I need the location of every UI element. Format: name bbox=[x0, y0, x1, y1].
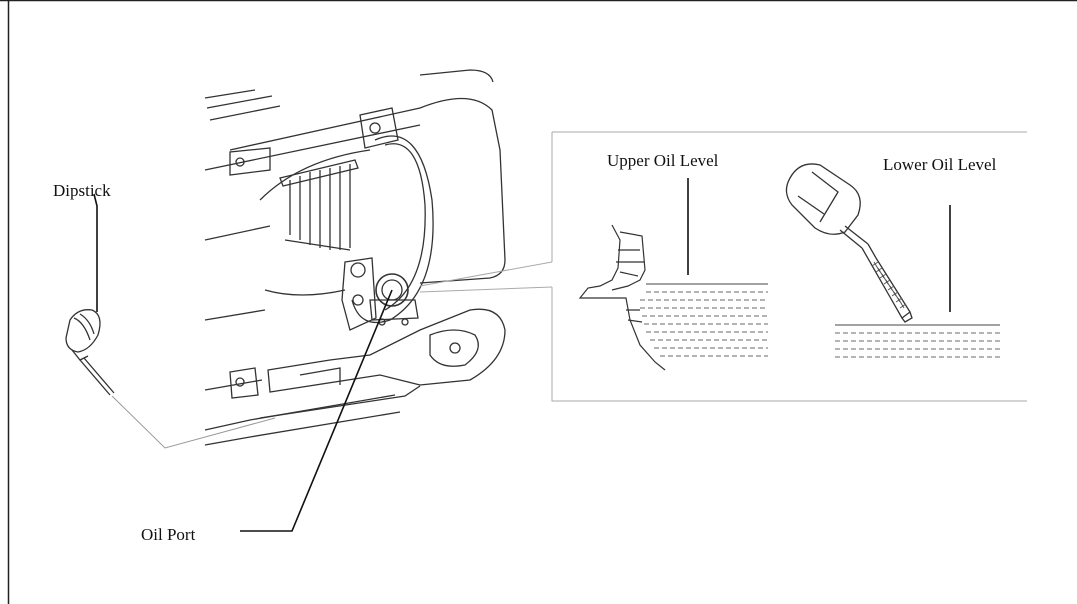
dipstick-part bbox=[65, 309, 115, 396]
upper-oil-surface bbox=[640, 283, 768, 357]
generator-body bbox=[204, 69, 506, 446]
dipstick-tip-pattern bbox=[871, 261, 907, 309]
dipstick-guide-line bbox=[111, 395, 276, 449]
callout-line-top bbox=[419, 261, 553, 287]
detail-inset bbox=[551, 131, 1027, 402]
dipstick-leader-line bbox=[93, 193, 98, 312]
oil-port-leader-line bbox=[240, 289, 393, 532]
lower-oil-level-label: Lower Oil Level bbox=[883, 155, 997, 174]
dipstick-label: Dipstick bbox=[53, 181, 111, 200]
lower-level-dipstick bbox=[785, 163, 913, 323]
upper-oil-level-label: Upper Oil Level bbox=[607, 151, 719, 170]
lower-oil-surface bbox=[835, 324, 1000, 358]
callout-line-bottom bbox=[419, 286, 553, 293]
upper-level-section bbox=[578, 224, 666, 371]
oil-port-label: Oil Port bbox=[141, 525, 196, 544]
